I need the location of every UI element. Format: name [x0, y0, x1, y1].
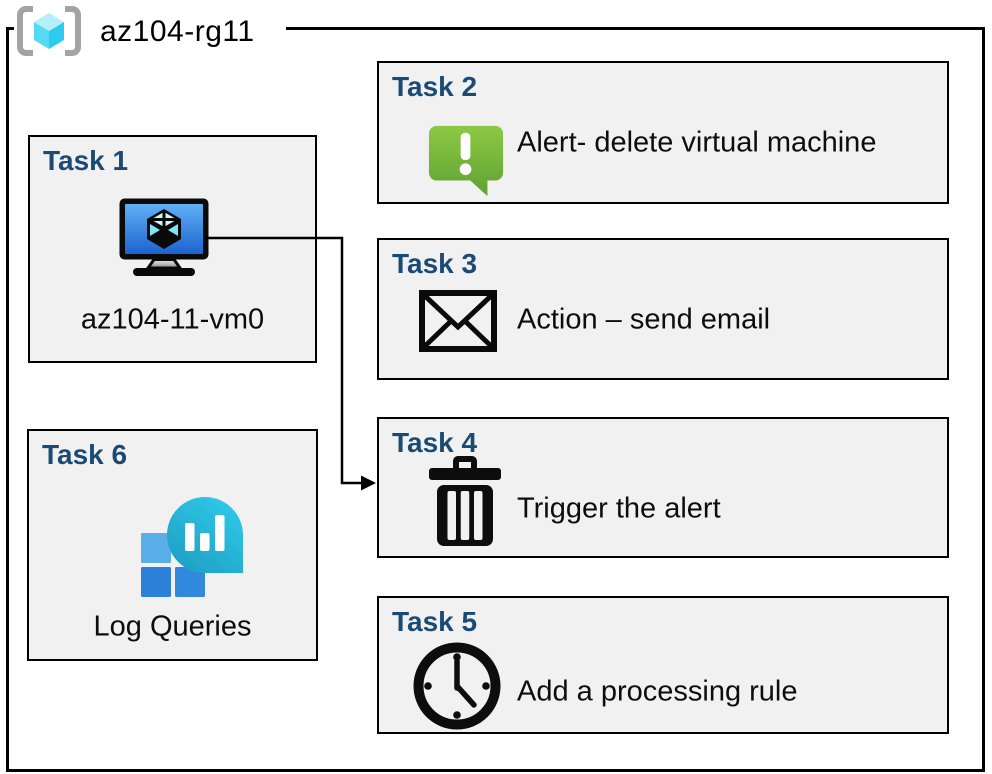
task6-box: Task 6 Log Queries [27, 429, 318, 661]
vm-name-label: az104-11-vm0 [80, 303, 265, 336]
task1-title: Task 1 [43, 145, 129, 176]
task3-label: Action – send email [517, 303, 771, 336]
clock-icon [413, 642, 501, 735]
task3-box: Task 3 Action – send email [377, 238, 949, 380]
task5-label: Add a processing rule [517, 675, 798, 708]
email-envelope-icon [419, 290, 497, 357]
task1-box: Task 1 [28, 135, 317, 363]
resource-group-name: az104-rg11 [100, 15, 255, 48]
task5-box: Task 5 Add a processing rule [377, 596, 949, 734]
task2-title: Task 2 [392, 71, 478, 102]
resource-group-icon [15, 5, 83, 57]
task2-label: Alert- delete virtual machine [517, 126, 877, 159]
log-analytics-icon [139, 495, 251, 604]
task4-box: Task 4 Trigger the alert [377, 417, 949, 558]
task4-label: Trigger the alert [517, 492, 721, 525]
trash-can-icon [429, 456, 501, 553]
task4-title: Task 4 [392, 427, 478, 458]
task3-title: Task 3 [392, 248, 478, 279]
border-gap [14, 25, 286, 33]
log-queries-label: Log Queries [93, 610, 252, 643]
virtual-machine-icon [118, 197, 210, 282]
task6-title: Task 6 [42, 439, 128, 470]
alert-message-icon [427, 120, 505, 205]
task5-title: Task 5 [392, 606, 478, 637]
task2-box: Task 2 Alert- delete virtual machine [377, 61, 949, 204]
